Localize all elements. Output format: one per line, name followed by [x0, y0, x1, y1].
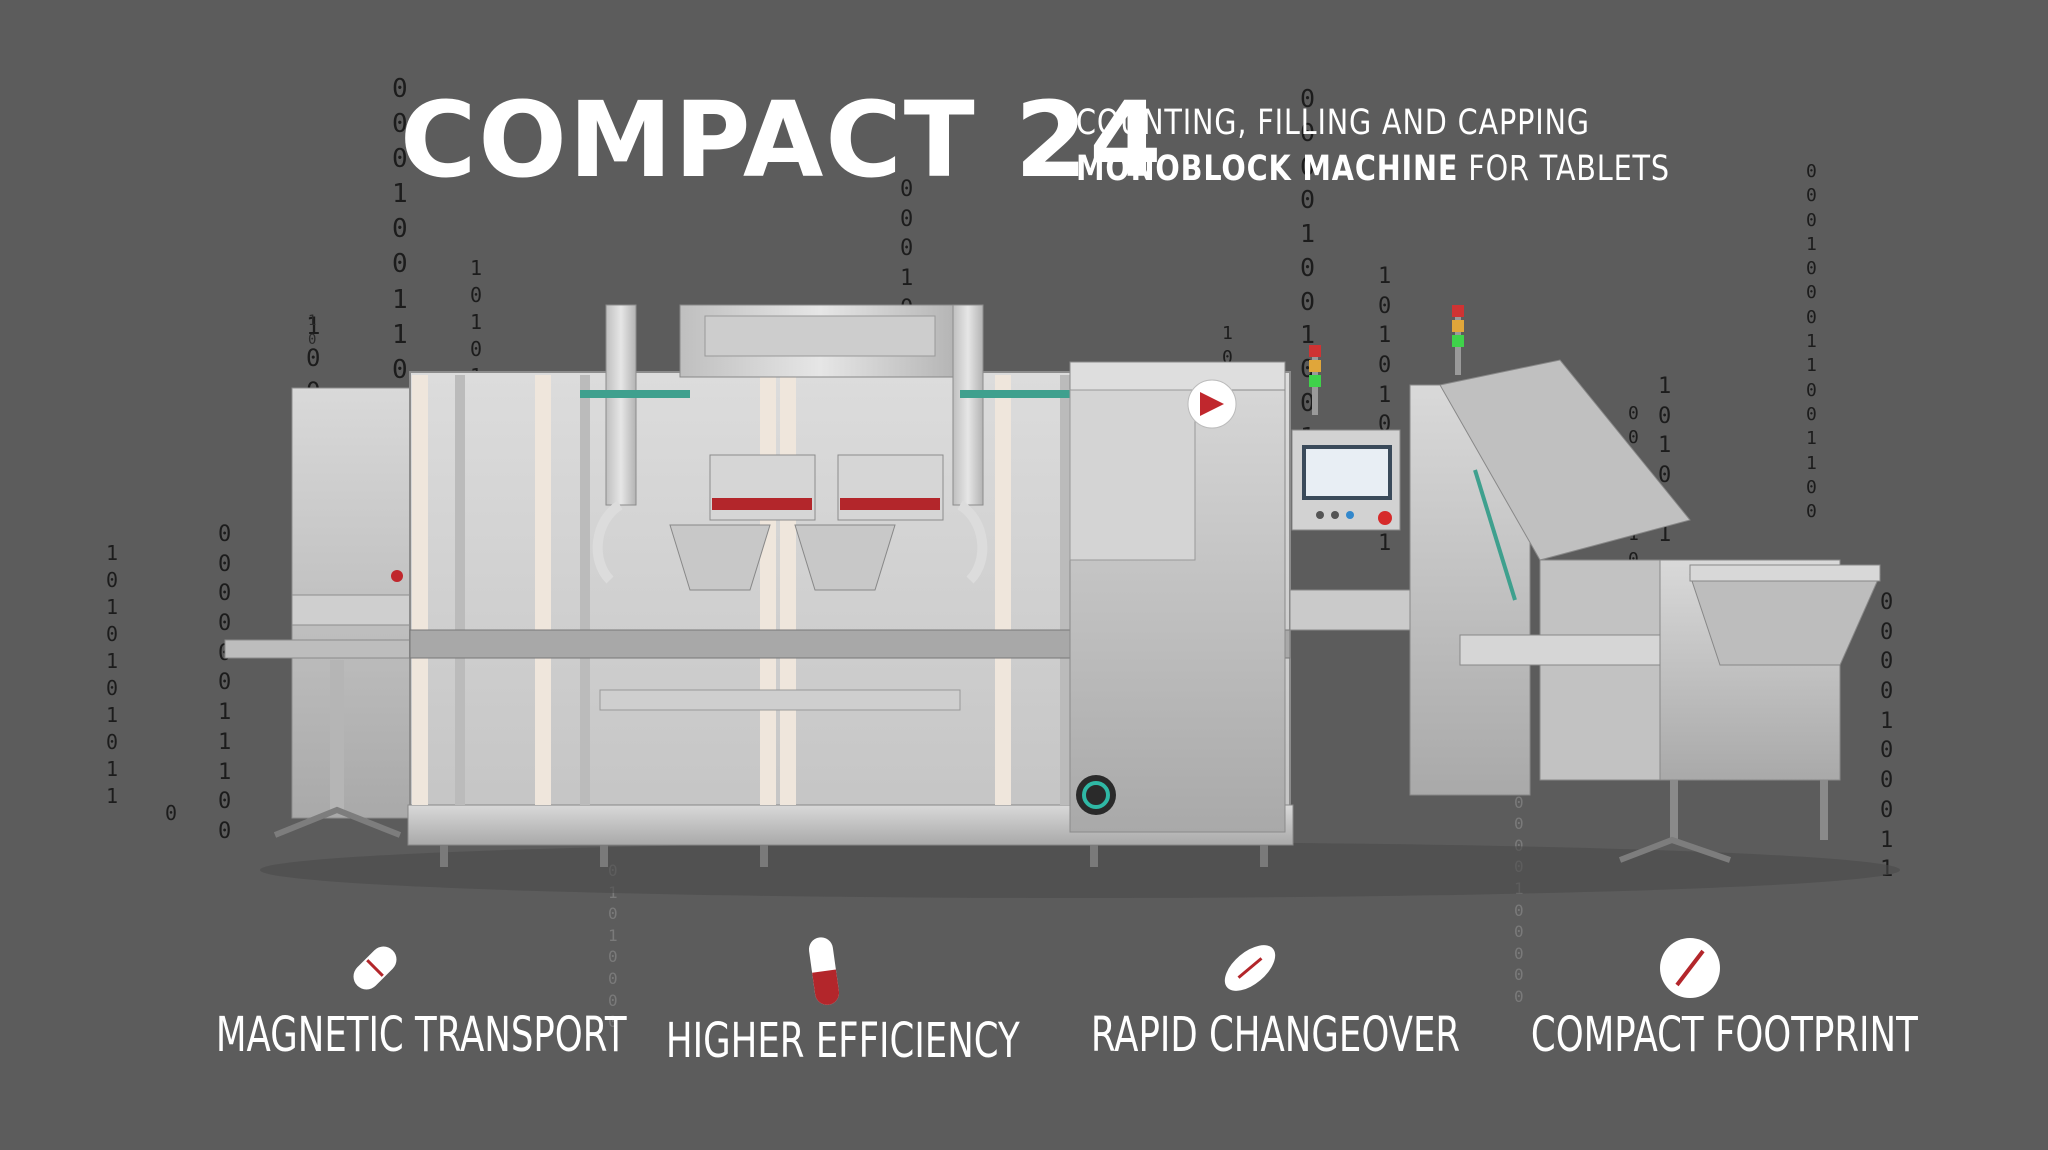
- product-subtitle: COUNTING, FILLING AND CAPPING MONOBLOCK …: [1076, 100, 1670, 192]
- round-tablet-icon: [1660, 938, 1720, 998]
- feature-magnetic-transport: MAGNETIC TRANSPORT: [160, 935, 627, 1063]
- capsule-tablet-icon: [353, 946, 397, 990]
- subtitle-rest: FOR TABLETS: [1458, 149, 1670, 189]
- oval-tablet-icon: [1224, 945, 1276, 991]
- outfeed-elevator: [1289, 305, 1881, 863]
- product-title: COMPACT 24: [400, 79, 1164, 201]
- control-panel: [1291, 345, 1401, 531]
- feature-rapid-changeover: RAPID CHANGEOVER: [1035, 935, 1465, 1063]
- binary-digits-decoration: 1 0: [308, 313, 317, 348]
- binary-digits-decoration: 0: [165, 801, 178, 825]
- capping-station: [1069, 361, 1286, 833]
- binary-digits-decoration: 0 0 0 1 0 0 0 1 1 0 0 1 1 0 0: [1806, 161, 1817, 523]
- binary-digits-decoration: 0 0 0 0 0 0 1 1 1 0 0: [218, 522, 232, 844]
- floor-shadow: [260, 842, 1900, 898]
- red-capsule-icon: [808, 937, 840, 1005]
- subtitle-line-2: MONOBLOCK MACHINE FOR TABLETS: [1076, 146, 1670, 192]
- feature-label: MAGNETIC TRANSPORT: [215, 1007, 627, 1063]
- feature-label: COMPACT FOOTPRINT: [1530, 1007, 1918, 1063]
- feature-compact-footprint: COMPACT FOOTPRINT: [1475, 935, 1918, 1063]
- subtitle-bold: MONOBLOCK MACHINE: [1076, 149, 1459, 189]
- binary-digits-decoration: 1 0 1 0 1 0 1 0 1 1: [106, 541, 119, 808]
- feature-label: RAPID CHANGEOVER: [1090, 1007, 1461, 1063]
- infeed-conveyor: [224, 387, 433, 838]
- feature-label: HIGHER EFFICIENCY: [665, 1013, 1020, 1069]
- feature-higher-efficiency: HIGHER EFFICIENCY: [610, 935, 1040, 1069]
- subtitle-line-1: COUNTING, FILLING AND CAPPING: [1076, 103, 1590, 143]
